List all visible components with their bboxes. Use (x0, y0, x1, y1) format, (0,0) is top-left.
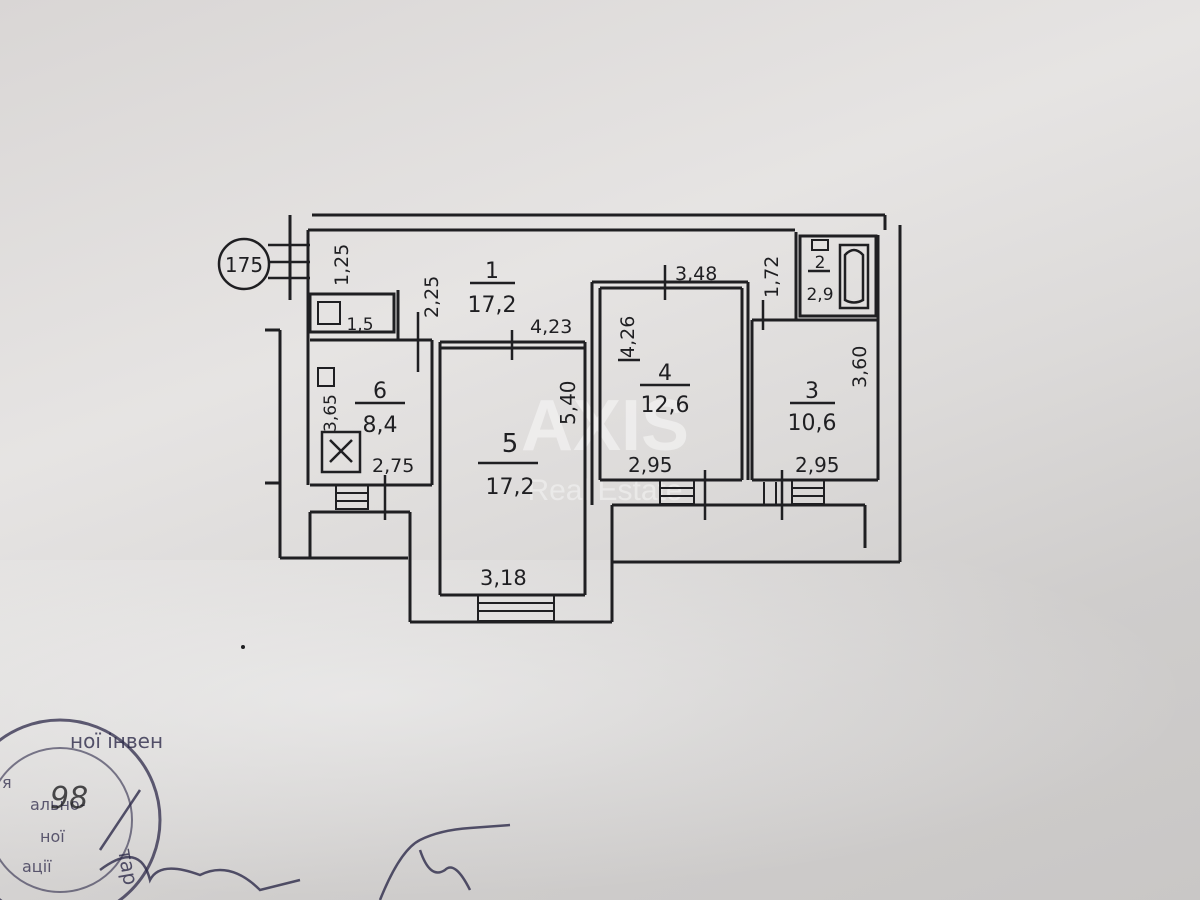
room-3-number: 3 (805, 379, 819, 404)
dim-4-23: 4,23 (530, 316, 572, 338)
watermark-brand: AXIS (521, 386, 689, 466)
stamp-text-5: ально- (30, 795, 85, 814)
stamp-text-1: ної інвен (70, 729, 163, 753)
dim-1-25: 1,25 (331, 244, 353, 286)
walls (265, 213, 902, 624)
room-4-area: 12,6 (641, 393, 690, 418)
room-2-area: 2,9 (806, 285, 833, 305)
dim-2-95-room3: 2,95 (795, 453, 840, 477)
room-6-number: 6 (373, 379, 387, 404)
fraction-lines (355, 269, 835, 465)
stamp-text-3: ної (40, 827, 65, 846)
room-4-number: 4 (658, 361, 672, 386)
stamp-number: 98 (50, 781, 88, 816)
bathtub-icon (838, 243, 870, 310)
room-6-area: 8,4 (363, 413, 398, 438)
stamp: ної інвен тар ної ації ально- я 98 (0, 718, 163, 900)
room-5-area: 17,2 (486, 475, 535, 500)
dim-5-40: 5,40 (556, 380, 580, 425)
room-5-number: 5 (502, 429, 519, 459)
room-1-area: 17,2 (468, 293, 517, 318)
dim-2-25: 2,25 (421, 276, 443, 318)
room-2-number: 2 (815, 253, 826, 273)
dim-2-75: 2,75 (372, 455, 414, 477)
room-1-number: 1 (485, 259, 499, 284)
ink-dot (241, 645, 245, 649)
toilet-icon (811, 239, 829, 251)
sink-icon (317, 367, 335, 387)
dim-2-95-room4: 2,95 (628, 453, 673, 477)
dim-3-18: 3,18 (480, 566, 527, 590)
stove-icon (320, 430, 362, 474)
dim-3-48: 3,48 (675, 263, 717, 285)
building-number: 175 (225, 253, 263, 277)
stamp-text-6: я (2, 773, 12, 792)
storage-shelf-icon (317, 301, 341, 325)
windows (335, 479, 825, 622)
room-3-area: 10,6 (788, 411, 837, 436)
stamp-text-2: тар (113, 847, 143, 887)
dim-1-72: 1,72 (761, 256, 783, 298)
storage-area: 1,5 (346, 315, 373, 335)
dim-3-60: 3,60 (849, 346, 871, 388)
dimension-ticks (268, 243, 784, 520)
signature (98, 789, 511, 900)
stamp-text-4: ації (22, 857, 52, 876)
building-number-circle (217, 237, 271, 291)
paper-highlight (0, 560, 1200, 900)
dim-4-26: 4,26 (617, 316, 639, 358)
dim-3-65: 3,65 (321, 394, 341, 432)
